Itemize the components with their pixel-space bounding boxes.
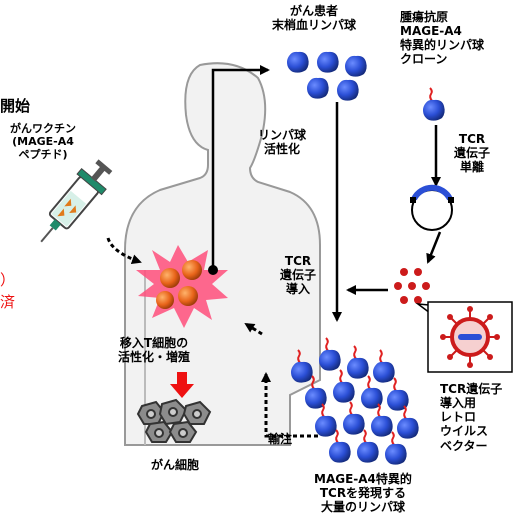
vaccination-arrow bbox=[106, 237, 142, 265]
product-label: MAGE-A4特異的 TCRを発現する 大量のリンパ球 bbox=[314, 472, 412, 514]
product-line2: TCRを発現する bbox=[319, 486, 407, 501]
transduction-line3: 導入 bbox=[286, 282, 311, 297]
vector-line2: 導入用 bbox=[440, 396, 477, 411]
activation-line1: リンパ球 bbox=[258, 128, 307, 142]
patient-lymphocytes-label: がん患者 末梢血リンパ球 bbox=[272, 4, 356, 32]
product-line1: MAGE-A4特異的 bbox=[314, 472, 412, 486]
vaccine-label-line1: がんワクチン bbox=[10, 122, 76, 135]
proliferation-label: 移入T細胞の 活性化・増殖 bbox=[118, 336, 190, 364]
plasmid-icon bbox=[410, 184, 454, 231]
lymphocyte-icon bbox=[287, 51, 367, 101]
infusion-arrow bbox=[261, 372, 318, 438]
packaging-arrow bbox=[426, 231, 442, 264]
vector-line1: TCR遺伝子 bbox=[440, 382, 503, 396]
activation-line2: 活性化 bbox=[264, 142, 301, 157]
tcr-isolation-line1: TCR bbox=[458, 132, 486, 146]
tcr-isolation-line2: 遺伝子 bbox=[454, 146, 491, 161]
red-note-line2: 済 bbox=[0, 292, 16, 311]
transduction-label: TCR 遺伝子 導入 bbox=[280, 254, 316, 296]
vector-line3: レトロ bbox=[440, 410, 477, 425]
clone-label-line2: MAGE-A4 bbox=[400, 24, 462, 39]
activation-label: リンパ球 活性化 bbox=[258, 128, 306, 156]
tcr-isolation-line3: 単離 bbox=[460, 160, 485, 175]
homing-arrow bbox=[244, 322, 263, 336]
vaccine-label-line2: (MAGE-A4 bbox=[12, 134, 74, 148]
red-note-line1: ） bbox=[0, 271, 16, 289]
transduction-line1: TCR bbox=[284, 254, 312, 268]
explosion-burst-icon bbox=[136, 245, 228, 328]
tcr-isolation-label: TCR 遺伝子 単離 bbox=[454, 132, 490, 174]
attack-arrow-icon bbox=[170, 372, 194, 398]
infusion-label: 輸注 bbox=[268, 432, 293, 446]
start-label: 開始 bbox=[0, 97, 31, 115]
clone-label-line3: 特異的リンパ球 bbox=[400, 38, 485, 53]
blood-draw-arrow bbox=[211, 65, 270, 270]
transduction-line2: 遺伝子 bbox=[280, 268, 317, 283]
red-note: ） 済 bbox=[0, 271, 16, 311]
vaccine-label-line3: ペプチド) bbox=[18, 147, 68, 161]
virus-particles-icon bbox=[394, 268, 430, 304]
vector-line5: ベクター bbox=[440, 438, 488, 453]
vaccine-label: がんワクチン (MAGE-A4 ペプチド) bbox=[10, 122, 76, 162]
proliferation-line1: 移入T細胞の bbox=[119, 336, 189, 350]
patient-label-line1: がん患者 bbox=[290, 4, 339, 18]
clone-lymphocyte-icon bbox=[422, 87, 446, 122]
clone-label-line1: 腫瘍抗原 bbox=[400, 10, 449, 24]
clone-label: 腫瘍抗原 MAGE-A4 特異的リンパ球 クローン bbox=[400, 10, 484, 67]
cancer-cell-label: がん細胞 bbox=[151, 458, 200, 472]
retrovirus-label: TCR遺伝子 導入用 レトロ ウイルス ベクター bbox=[440, 382, 502, 453]
clone-label-line4: クローン bbox=[400, 52, 448, 67]
cancer-cell-icon bbox=[136, 398, 212, 443]
proliferation-line2: 活性化・増殖 bbox=[118, 350, 191, 365]
product-line3: 大量のリンパ球 bbox=[320, 500, 405, 515]
retrovirus-icon bbox=[415, 301, 513, 373]
patient-label-line2: 末梢血リンパ球 bbox=[272, 18, 357, 33]
vector-line4: ウイルス bbox=[440, 424, 489, 439]
syringe-icon bbox=[40, 159, 113, 243]
